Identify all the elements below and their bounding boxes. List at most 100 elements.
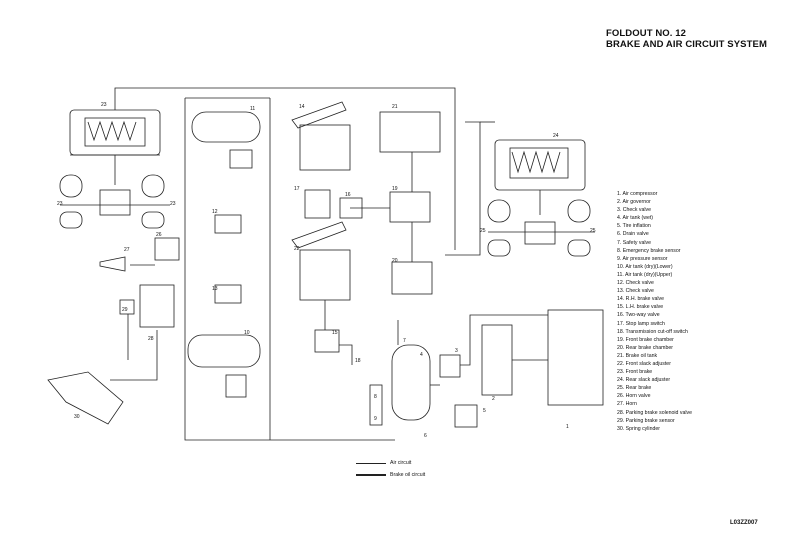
legend-item: 25. Rear brake [617,385,652,392]
check-valve-12 [214,214,242,234]
legend-item: 2. Air governor [617,199,651,206]
front-brake-chamber-body [84,117,146,147]
rear-brake-spring [511,150,561,174]
pipe-oil-right [445,121,481,256]
pipe-top-main [114,87,456,250]
callout-10: 10 [244,330,250,336]
air-compressor [547,309,604,406]
front-axle-center [99,189,131,216]
parking-brake-solenoid-valve [139,284,175,328]
legend-item: 22. Front slack adjuster [617,360,671,367]
legend-item: 17. Stop lamp switch [617,320,665,327]
legend-item: 21. Brake oil tank [617,352,658,359]
callout-1: 1 [566,424,569,430]
callout-26: 26 [156,232,162,238]
legend-item: 12. Check valve [617,280,654,287]
legend-item: 6. Drain valve [617,231,649,238]
pipe-spring-cylinder [110,330,158,381]
legend-item: 15. L.H. brake valve [617,304,664,311]
front-left-tire [59,174,83,198]
diagram-title: BRAKE AND AIR CIRCUIT SYSTEM [606,39,767,50]
brake-oil-circuit-label: Brake oil circuit [390,472,426,478]
callout-25-left: 25 [480,228,486,234]
legend-item: 4. Air tank (wet) [617,215,654,222]
callout-9: 9 [374,416,377,422]
lh-brake-pedal [291,221,347,249]
legend-item: 3. Check valve [617,207,652,214]
callout-5: 5 [483,408,486,414]
lower-valve-block [314,329,340,353]
legend-item: 19. Front brake chamber [617,336,674,343]
legend-item: 30. Spring cylinder [617,425,660,432]
callout-16: 16 [345,192,351,198]
rear-brake-assembly [487,139,595,257]
legend-item: 14. R.H. brake valve [617,296,664,303]
thin-line-sample [356,462,386,464]
horn-valve [154,237,180,261]
parking-brake-sensor [119,299,135,315]
callout-27: 27 [124,247,130,253]
callout-17: 17 [294,186,300,192]
front-left-hub [59,211,83,229]
callout-23-left: 23 [57,201,63,207]
callout-14: 14 [299,104,305,110]
callout-28: 28 [148,336,154,342]
rear-right-hub [567,239,591,257]
front-brake-spring [87,120,137,142]
legend-item: 28. Parking brake solenoid valve [617,409,692,416]
callout-24: 24 [553,133,559,139]
callout-6: 6 [424,433,427,439]
sensor-block [369,384,383,426]
legend-item: 29. Parking brake sensor [617,417,675,424]
callout-3: 3 [455,348,458,354]
front-right-tire [141,174,165,198]
callout-19: 19 [392,186,398,192]
check-valve-3 [439,354,461,378]
legend-item: 7. Safety valve [617,239,652,246]
legend-item: 1. Air compressor [617,191,658,197]
spring-cylinder [47,371,124,425]
callout-22: 22 [294,246,300,252]
brake-oil-tank [379,111,441,153]
pipe-left-main [184,98,270,441]
air-tank-lower [187,334,261,368]
rh-brake-valve [299,124,351,171]
legend-item: 16. Two-way valve [617,312,660,319]
callout-11: 11 [250,106,255,112]
pipe-to-compressor [460,314,548,366]
callout-23-right: 23 [170,201,176,207]
callout-8: 8 [374,394,377,400]
title-block: FOLDOUT NO. 12 BRAKE AND AIR CIRCUIT SYS… [606,28,767,50]
legend-item: 9. Air pressure sensor [617,255,668,262]
drain-valve-lower [225,374,247,398]
front-right-hub [141,211,165,229]
callout-4: 4 [420,352,423,358]
check-valve-13 [214,284,242,304]
reference-code: L03ZZ007 [730,520,758,526]
front-brake-housing [69,109,161,156]
rear-brake-chamber-body [509,147,569,179]
legend-item: 8. Emergency brake sensor [617,247,681,254]
legend-item: 18. Transmission cut-off switch [617,328,688,335]
pipe-lower-to-switch [339,344,353,365]
callout-labels: 1 2 3 4 5 6 7 8 9 10 11 12 13 14 15 16 1… [57,102,596,439]
air-circuit-key: Air circuit [356,460,411,466]
callout-21: 21 [392,104,398,110]
callout-20: 20 [392,258,398,264]
callout-12: 12 [212,209,218,215]
legend-item: 11. Air tank (dry)(Upper) [617,271,673,278]
air-tank-upper [191,111,261,143]
callout-23-top: 23 [101,102,107,108]
thick-line-sample [356,474,386,476]
tire-inflation [454,404,478,428]
legend-item: 5. Tire inflation [617,223,651,230]
legend-item: 23. Front brake [617,369,653,376]
callout-15: 15 [332,330,338,336]
legend-item: 24. Rear slack adjuster [617,377,671,384]
rh-brake-pedal [291,101,347,129]
air-governor [481,324,513,396]
parts-legend: 1. Air compressor 2. Air governor 3. Che… [617,190,692,433]
rear-right-tire [567,199,591,223]
callout-7: 7 [403,338,406,344]
